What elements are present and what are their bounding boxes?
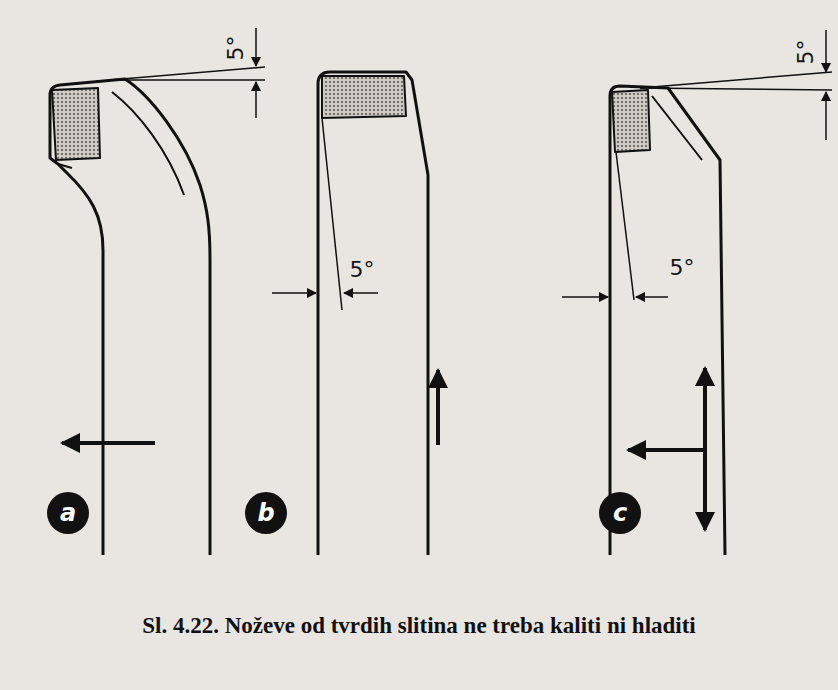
angle-label: 5°: [350, 259, 375, 281]
angle-label: 5°: [670, 257, 695, 279]
tool-outline: [50, 79, 210, 555]
figure-caption: Sl. 4.22. Noževe od tvrdih slitina ne tr…: [139, 612, 699, 640]
angle-label: 5°: [795, 40, 817, 65]
tool-outline: [318, 72, 428, 555]
dimension-arrow: [255, 82, 257, 118]
angle-line: [640, 88, 832, 90]
carbide-insert: [322, 76, 406, 118]
angle-line: [110, 67, 265, 80]
angle-line: [640, 72, 832, 88]
carbide-insert: [52, 88, 100, 160]
dimension-arrow: [272, 292, 316, 294]
figure-letter: b: [257, 501, 274, 525]
feed-arrow: [703, 368, 707, 530]
figure-letter-badge: b: [245, 492, 287, 534]
flank-line: [616, 152, 634, 300]
tool-c: [562, 30, 832, 555]
figure-letter: c: [613, 501, 627, 525]
insert-edge: [58, 164, 72, 168]
tool-b: [272, 72, 438, 555]
dimension-arrow: [825, 92, 827, 140]
feed-arrow: [62, 441, 155, 445]
chamfer-line: [112, 92, 184, 195]
dimension-arrow: [344, 292, 378, 294]
dimension-arrow: [825, 30, 827, 72]
figure-letter-badge: c: [599, 492, 641, 534]
dimension-arrow: [562, 296, 608, 298]
figure-letter: a: [60, 501, 76, 525]
tool-outline: [610, 86, 725, 555]
angle-line: [110, 79, 265, 81]
carbide-insert: [612, 90, 650, 152]
dimension-arrow: [255, 28, 257, 66]
figure-letter-badge: a: [47, 492, 89, 534]
flank-line: [322, 118, 342, 310]
dimension-arrow: [636, 296, 668, 298]
feed-arrow: [628, 448, 705, 452]
feed-arrow: [436, 370, 440, 445]
chamfer-line: [652, 96, 702, 160]
angle-label: 5°: [225, 36, 247, 61]
tool-a: [50, 28, 265, 555]
